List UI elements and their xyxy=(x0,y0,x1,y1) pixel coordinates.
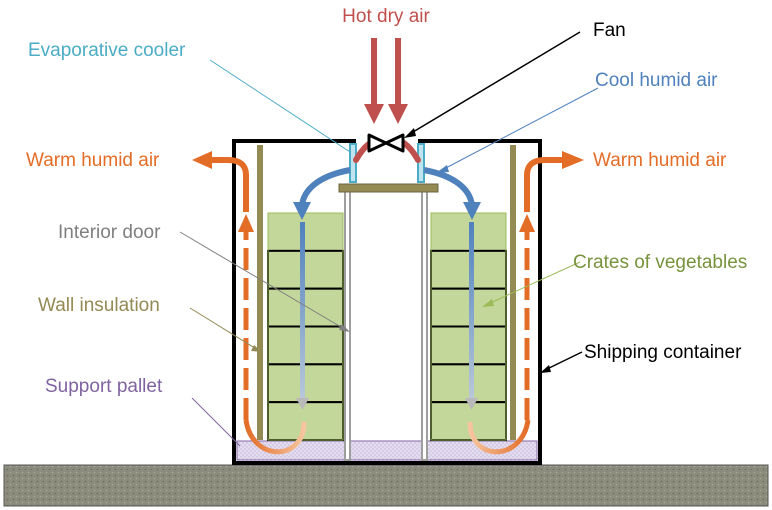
leader-cool-humid-air-head xyxy=(436,165,449,173)
cool-air-arrow-left-head xyxy=(293,202,311,220)
leader-shipping-container-head xyxy=(540,365,551,373)
uturn-right xyxy=(467,419,531,455)
crate-right-3 xyxy=(430,287,507,328)
crate-right-1 xyxy=(430,212,507,252)
leader-wall-insulation xyxy=(189,307,259,351)
warm-air-exit-right xyxy=(524,157,564,212)
leader-fan-head xyxy=(404,128,416,138)
crate-right-2 xyxy=(430,249,507,290)
warm-air-exit-left xyxy=(210,157,249,212)
crate-right-5 xyxy=(430,363,507,404)
warm-air-rise-left-head xyxy=(238,214,254,232)
label-fan: Fan xyxy=(593,20,626,41)
support-pallet xyxy=(236,440,538,461)
crate-right-4 xyxy=(430,325,507,366)
uturn-left xyxy=(243,419,307,455)
evaporative-cooler-right xyxy=(417,143,425,183)
leader-interior-door-head xyxy=(339,324,350,332)
leader-crates-head xyxy=(482,299,494,307)
leader-wall-insulation-head xyxy=(251,345,262,352)
label-crates-of-vegetables: Crates of vegetables xyxy=(573,252,747,273)
label-warm-humid-air-right: Warm humid air xyxy=(593,150,727,171)
leader-shipping-container xyxy=(544,351,583,371)
crate-right-6 xyxy=(430,401,507,441)
warm-air-exit-right-head xyxy=(562,151,584,169)
cool-air-arrow-right-head xyxy=(463,202,481,220)
crate-stack-left xyxy=(267,212,344,441)
label-cool-humid-air: Cool humid air xyxy=(595,70,718,91)
label-hot-dry-air: Hot dry air xyxy=(342,6,430,27)
leader-crates xyxy=(487,261,581,305)
hot-air-arrow-right-head xyxy=(388,104,408,124)
cool-air-arrow-right xyxy=(423,167,475,206)
ground xyxy=(3,464,769,507)
crate-left-4 xyxy=(267,325,344,366)
warm-air-exit-left-head xyxy=(192,151,212,169)
hot-air-arrow-right-shaft xyxy=(395,38,401,104)
leader-interior-door xyxy=(179,231,347,331)
air-through-crates-right-head xyxy=(465,398,478,410)
hot-air-arrow-left-head xyxy=(364,104,384,124)
interior-door-left xyxy=(344,189,351,461)
hot-air-arrow-left-shaft xyxy=(371,38,377,104)
air-through-crates-left-head xyxy=(296,398,309,410)
leader-fan xyxy=(407,31,581,136)
label-warm-humid-air-left: Warm humid air xyxy=(26,150,160,171)
fan-icon xyxy=(367,133,405,153)
air-through-crates-left xyxy=(300,222,305,400)
air-through-crates-right xyxy=(469,222,474,400)
hot-air-arrows xyxy=(364,38,408,124)
interior-door-right xyxy=(421,189,428,461)
door-shelf xyxy=(338,183,439,193)
crate-left-2 xyxy=(267,249,344,290)
crate-left-3 xyxy=(267,287,344,328)
crate-left-6 xyxy=(267,401,344,441)
leader-support-pallet xyxy=(191,397,241,447)
leader-evaporative-cooler xyxy=(209,59,351,153)
evaporative-cooler-left xyxy=(349,143,357,183)
warm-air-rise-right-head xyxy=(519,214,535,232)
cool-air-arrow-left xyxy=(299,167,351,206)
label-interior-door: Interior door xyxy=(58,222,161,243)
label-shipping-container: Shipping container xyxy=(584,342,742,363)
crate-stack-right xyxy=(430,212,507,441)
label-wall-insulation: Wall insulation xyxy=(38,295,160,316)
crate-left-1 xyxy=(267,212,344,252)
leader-cool-humid-air xyxy=(441,87,599,171)
wall-insulation-left xyxy=(257,145,263,440)
label-support-pallet: Support pallet xyxy=(45,376,163,397)
crate-left-5 xyxy=(267,363,344,404)
label-evaporative-cooler: Evaporative cooler xyxy=(28,40,186,61)
